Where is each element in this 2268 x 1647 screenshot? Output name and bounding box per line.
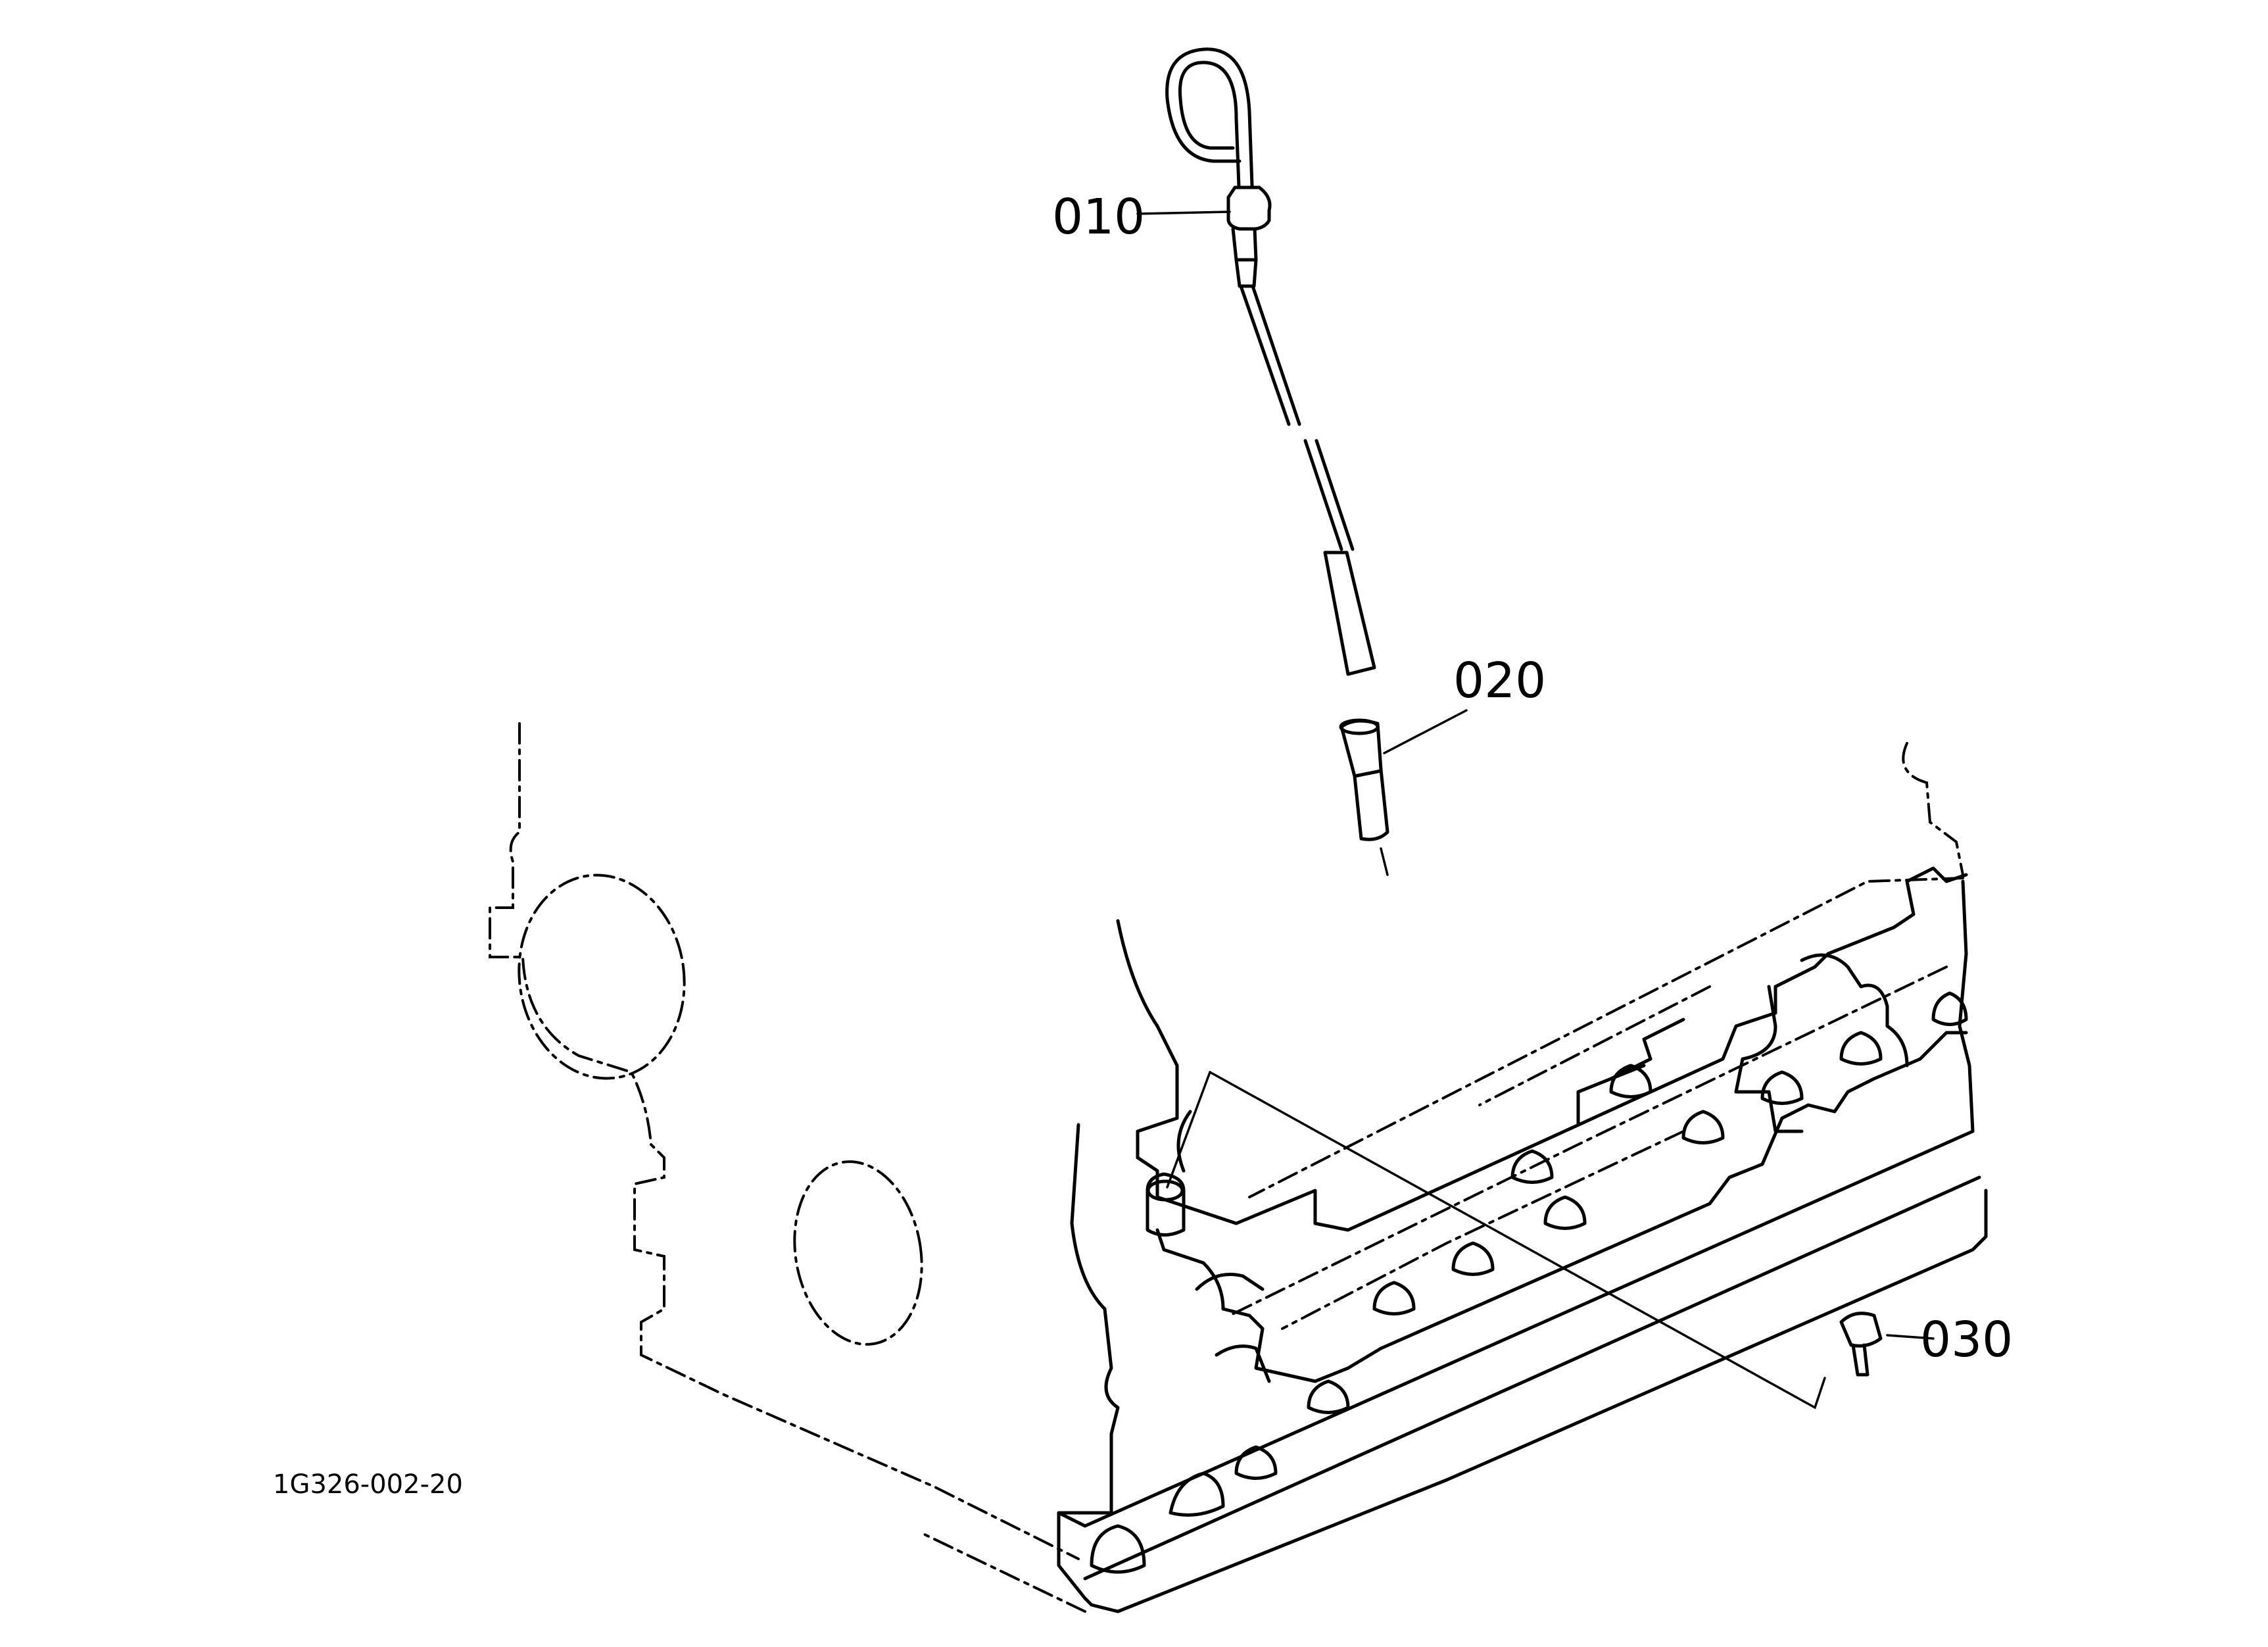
callout-010: 010: [1052, 189, 1145, 245]
guide-tube: [1339, 718, 1389, 876]
engine-block-side: [1057, 866, 1988, 1613]
dipstick: [1165, 47, 1376, 676]
figure-id: 1G326-002-20: [273, 1469, 463, 1500]
leader-lines: [1136, 210, 1935, 1410]
drain-bolt: [1839, 1312, 1883, 1377]
engine-block: [489, 722, 1964, 1613]
callout-020: 020: [1453, 652, 1546, 709]
callout-030: 030: [1920, 1312, 2013, 1368]
